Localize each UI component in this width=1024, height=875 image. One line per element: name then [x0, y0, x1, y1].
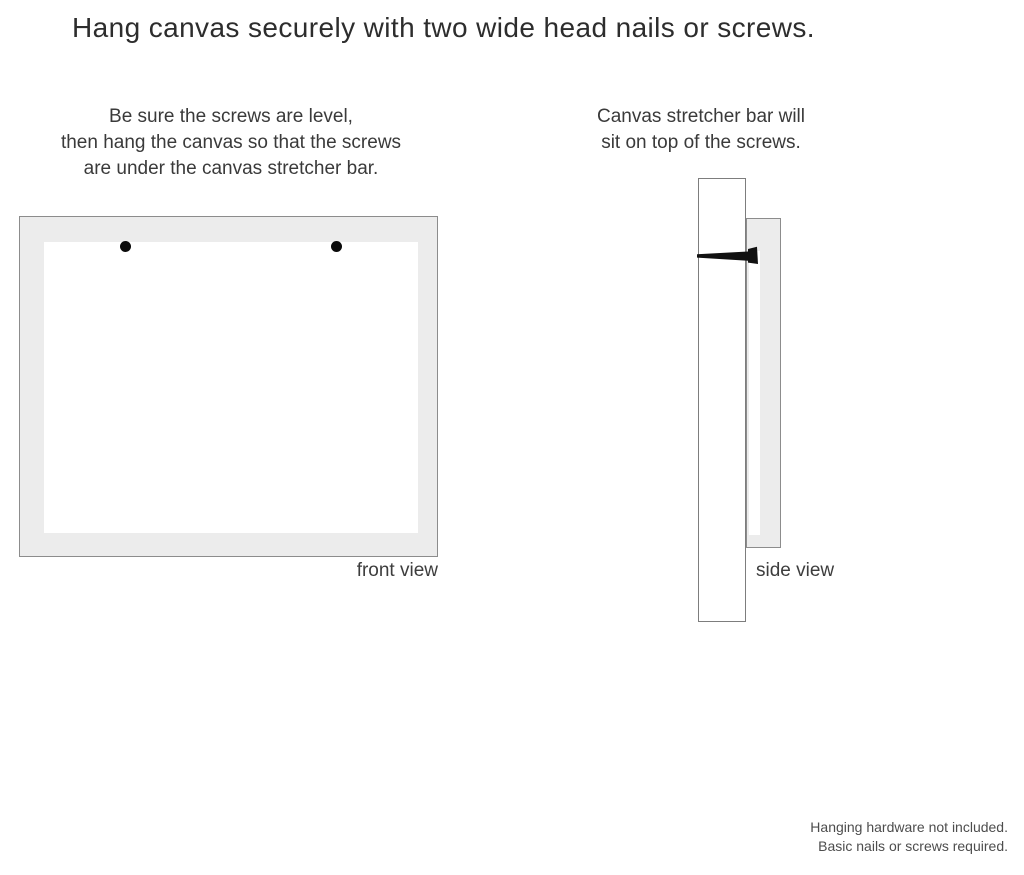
nail-head: [748, 246, 758, 264]
side-view-label: side view: [756, 560, 835, 581]
screw-right-dot: [331, 241, 342, 252]
instruction-line: then hang the canvas so that the screws: [60, 132, 402, 153]
nail-shaft: [697, 251, 748, 261]
nail-icon: [697, 246, 758, 264]
page-title: Hang canvas securely with two wide head …: [72, 12, 815, 43]
side-view-instructions: Canvas stretcher bar will sit on top of …: [551, 104, 851, 156]
hardware-note-line: Hanging hardware not included.: [810, 819, 1008, 835]
instruction-line: Be sure the screws are level,: [109, 106, 353, 127]
instruction-line: Canvas stretcher bar will: [596, 106, 806, 127]
canvas-side-profile: [746, 218, 781, 548]
canvas-front-inner-face: [44, 242, 418, 533]
hardware-note-line: Basic nails or screws required.: [818, 838, 1008, 854]
stretcher-bar-edge: [749, 251, 760, 535]
screw-left-dot: [120, 241, 131, 252]
front-view-label: front view: [356, 560, 438, 581]
instruction-line: are under the canvas stretcher bar.: [83, 158, 379, 179]
hardware-note: Hanging hardware not included. Basic nai…: [810, 818, 1008, 856]
instruction-line: sit on top of the screws.: [601, 132, 801, 153]
canvas-front-view: [19, 216, 438, 557]
wall-profile: [698, 178, 746, 622]
front-view-instructions: Be sure the screws are level, then hang …: [15, 104, 447, 182]
